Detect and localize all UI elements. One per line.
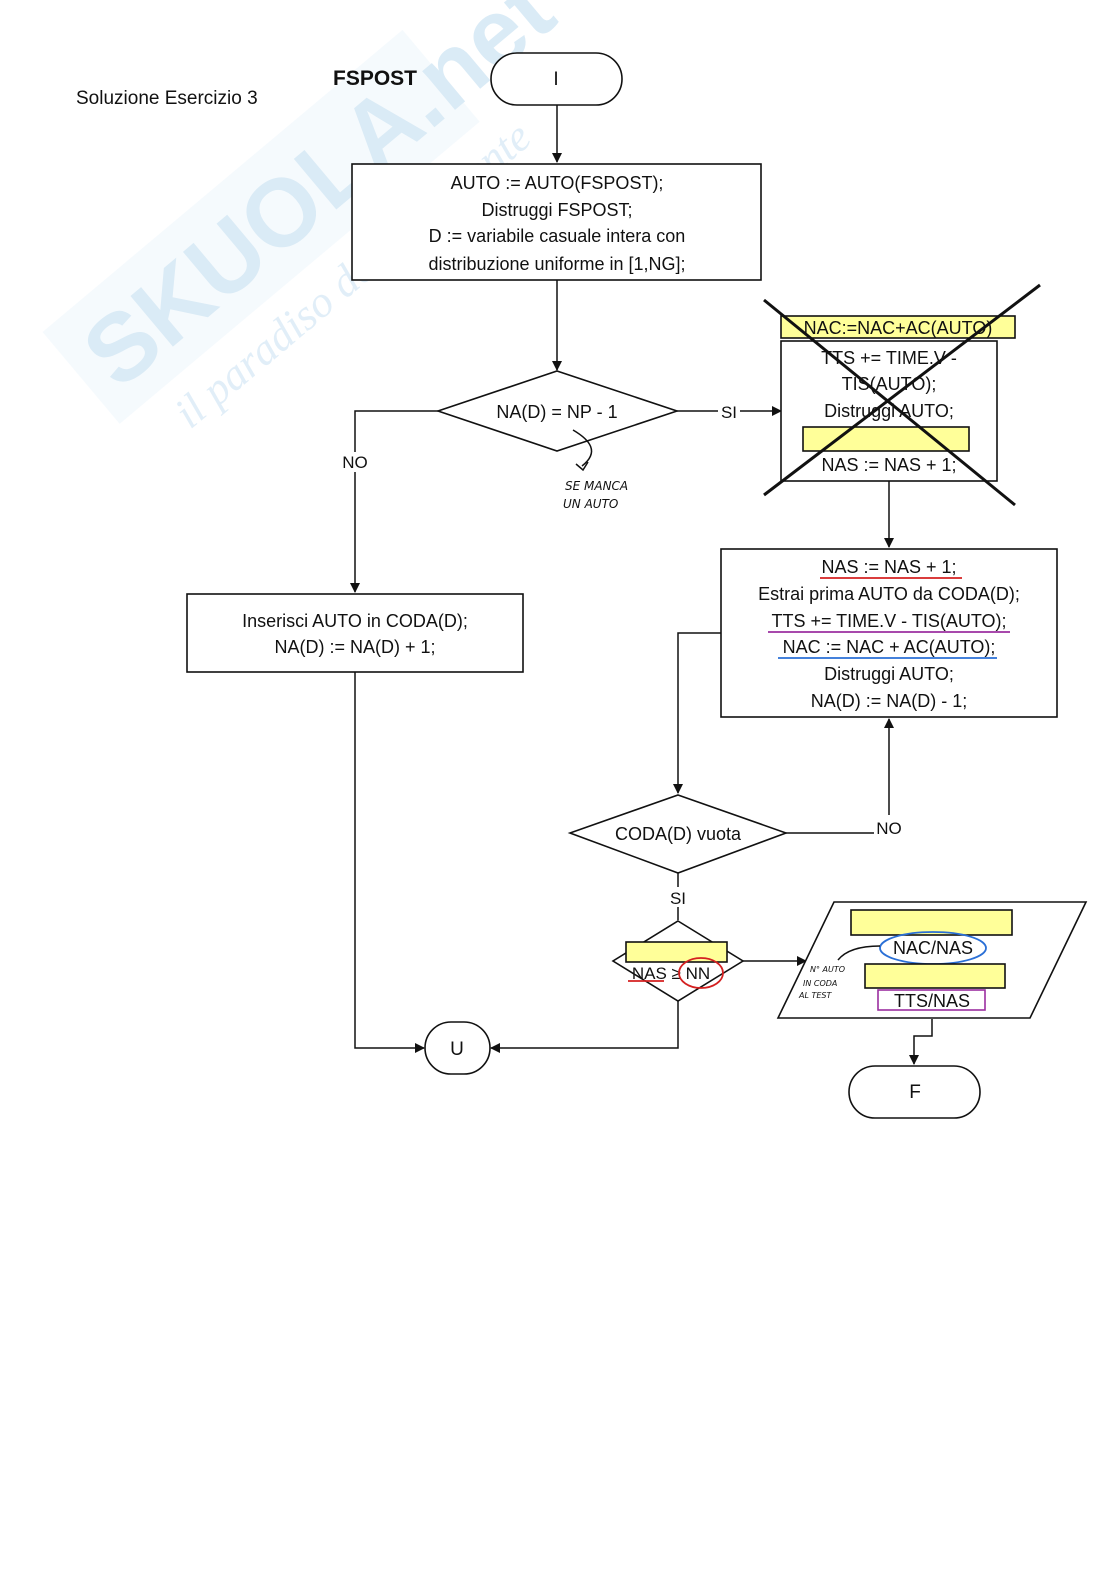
d2-yes-label: SI	[670, 889, 686, 908]
decision-nas-nn-highlight	[625, 941, 728, 963]
insert-line1: Inserisci AUTO in CODA(D);	[242, 611, 468, 631]
connectors	[350, 105, 933, 1065]
decision-nas-nn: NAS ≥ NN	[611, 920, 745, 1002]
output-highlight-1	[850, 909, 1013, 936]
output-box-purple	[877, 989, 986, 1011]
start-label: I	[553, 69, 558, 90]
extract-line2: Estrai prima AUTO da CODA(D);	[758, 584, 1020, 604]
extract-line4: NAC := NAC + AC(AUTO);	[783, 637, 996, 657]
edge-insert-exit	[354, 672, 425, 1053]
crossed-last: NAS := NAS + 1;	[821, 455, 956, 475]
edge-extract-decision2	[673, 632, 721, 794]
edge-d3-no	[490, 1001, 679, 1053]
crossed-out-block: NAC:=NAC+AC(AUTO) TTS += TIME.V - TIS(AU…	[763, 283, 1041, 507]
output-block: NAC/NAS TTS/NAS N° AUTO IN CODA AL TEST	[776, 901, 1088, 1019]
output-note-line2: IN CODA	[803, 979, 837, 988]
cross-stroke-1	[763, 298, 1016, 507]
note-line1: SE MANCA	[565, 479, 628, 493]
process-extract-box	[720, 548, 1058, 718]
output-highlight-2	[864, 963, 1006, 989]
note-arrow	[572, 429, 593, 467]
crossed-line2: TIS(AUTO);	[842, 374, 937, 394]
exit-label: U	[450, 1039, 464, 1060]
diagram-title: FSPOST	[333, 67, 417, 90]
end-node: F	[848, 1065, 981, 1119]
end-label: F	[909, 1082, 921, 1103]
note-arrow-head	[575, 461, 589, 472]
process-init-box	[351, 163, 762, 281]
process-init-line2: Distruggi FSPOST;	[481, 200, 632, 220]
extract-line6: NA(D) := NA(D) - 1;	[811, 691, 968, 711]
note-line2: UN AUTO	[563, 497, 618, 511]
watermark-band	[42, 29, 480, 424]
process-extract: NAS := NAS + 1; Estrai prima AUTO da COD…	[720, 548, 1058, 718]
edge-output-end	[909, 1019, 933, 1065]
d1-no-label: NO	[342, 453, 368, 472]
process-init-line4: distribuzione uniforme in [1,NG];	[428, 254, 685, 274]
output-note-line3: AL TEST	[798, 991, 832, 1000]
start-node: I	[490, 52, 623, 106]
decision-coda-vuota-shape	[567, 794, 789, 874]
d2-no-label: NO	[876, 819, 902, 838]
d1-yes-label: SI	[721, 403, 737, 422]
edge-d1-no-a	[354, 410, 438, 452]
output-note-arrow	[837, 945, 881, 961]
process-init: AUTO := AUTO(FSPOST); Distruggi FSPOST; …	[351, 163, 762, 281]
process-insert: Inserisci AUTO in CODA(D); NA(D) := NA(D…	[186, 593, 524, 673]
exercise-subtitle: Soluzione Esercizio 3	[76, 88, 258, 109]
crossed-box	[780, 340, 998, 482]
output-line2: TTS/NAS	[894, 991, 970, 1011]
process-init-line1: AUTO := AUTO(FSPOST);	[451, 173, 664, 193]
crossed-line1: TTS += TIME.V -	[821, 348, 957, 368]
crossed-header: NAC:=NAC+AC(AUTO)	[804, 318, 993, 338]
crossed-header-highlight	[780, 315, 1016, 339]
extract-line3: TTS += TIME.V - TIS(AUTO);	[771, 611, 1006, 631]
output-line1: NAC/NAS	[893, 938, 973, 958]
extract-line1: NAS := NAS + 1;	[821, 557, 956, 577]
decision-na-np-shape	[435, 370, 680, 452]
start-terminator	[490, 52, 623, 106]
exit-node: U	[424, 1021, 491, 1075]
handwritten-note-missing-car: SE MANCA UN AUTO	[563, 429, 628, 511]
decision-na-np-label: NA(D) = NP - 1	[496, 402, 617, 422]
decision-na-np: NA(D) = NP - 1	[435, 370, 680, 452]
insert-line2: NA(D) := NA(D) + 1;	[274, 637, 435, 657]
decision-coda-vuota-label: CODA(D) vuota	[615, 824, 742, 844]
decision-nas-nn-label: NAS ≥ NN	[632, 964, 710, 983]
crossed-empty-highlight	[802, 426, 970, 452]
process-init-line3: D := variabile casuale intera con	[429, 226, 686, 246]
cross-stroke-2	[763, 283, 1041, 497]
decision-coda-vuota: CODA(D) vuota	[567, 794, 789, 874]
nn-circle-red	[678, 957, 724, 989]
extract-line5: Distruggi AUTO;	[824, 664, 954, 684]
exit-terminator	[424, 1021, 491, 1075]
crossed-line3: Distruggi AUTO;	[824, 401, 954, 421]
process-insert-box	[186, 593, 524, 673]
end-terminator	[848, 1065, 981, 1119]
output-note-line1: N° AUTO	[810, 965, 845, 974]
